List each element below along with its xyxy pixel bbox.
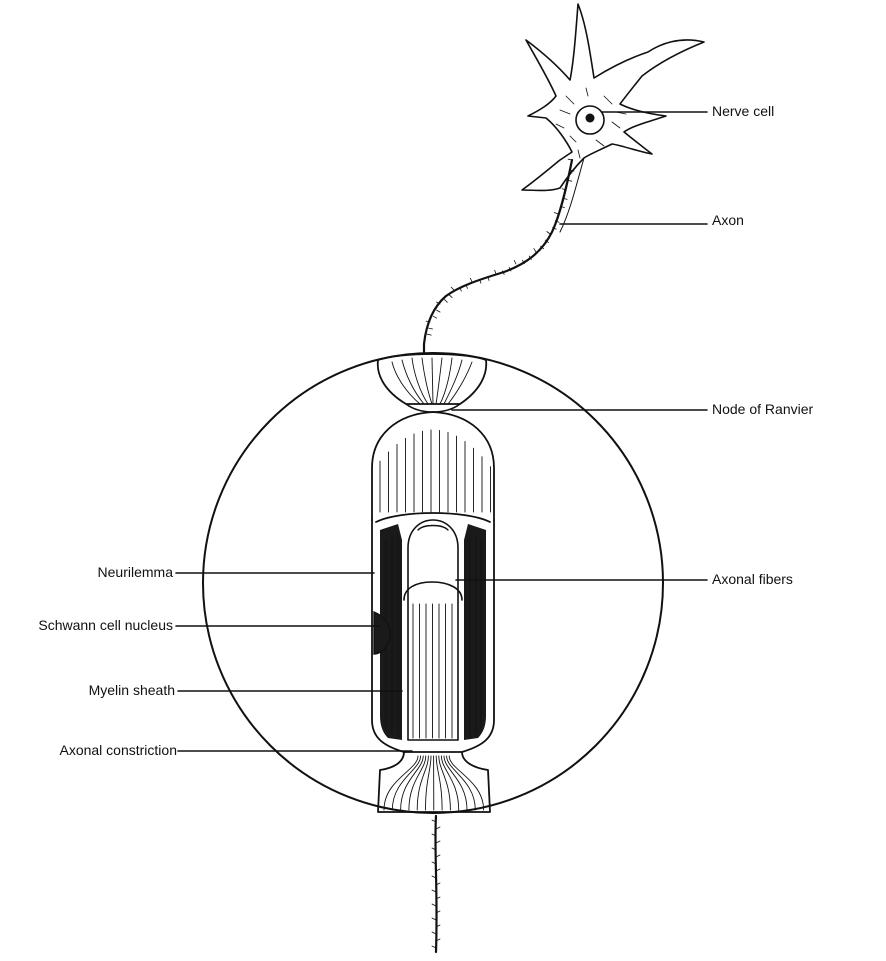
axon-tail [434,814,438,954]
myelin-lamellae [380,524,486,740]
leader-lines [175,111,708,752]
label-axon: Axon [712,212,744,228]
label-node-of-ranvier: Node of Ranvier [712,401,814,417]
myelin-sheath-body [371,411,495,753]
magnification-circle [202,352,664,814]
label-axonal-constriction: Axonal constriction [59,742,177,758]
axon-illustration [422,157,585,354]
label-axonal-fibers: Axonal fibers [712,571,793,587]
label-neurilemma: Neurilemma [98,564,174,580]
axon-core [403,519,463,741]
label-schwann-cell-nucleus: Schwann cell nucleus [38,617,173,633]
axon-spikes [425,158,575,949]
label-nerve-cell: Nerve cell [712,103,774,119]
nerve-cell-illustration [521,3,705,192]
node-of-ranvier-illustration [376,353,488,413]
axonal-constriction-illustration [377,751,491,813]
nucleolus [585,113,595,123]
label-myelin-sheath: Myelin sheath [89,682,175,698]
schwann-nucleus-shape [373,610,391,655]
nucleus-outline [575,105,605,135]
